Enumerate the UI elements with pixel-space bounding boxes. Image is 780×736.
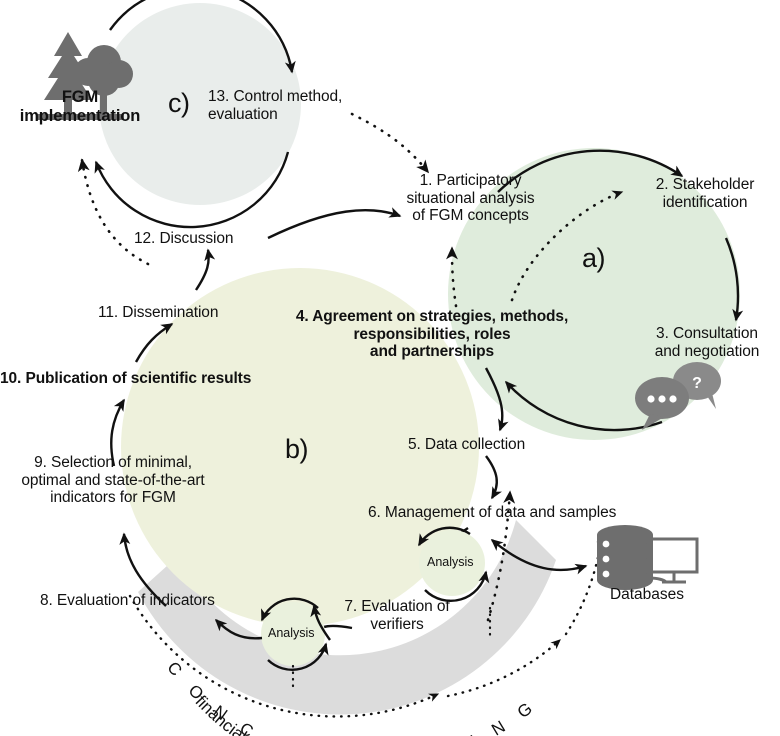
step-5-label: 5. Data collection bbox=[408, 436, 526, 453]
step-3-label: 3. Consultation and negotiation bbox=[654, 325, 760, 360]
analysis-label-upper: Analysis bbox=[427, 555, 474, 569]
analysis-loop-lower bbox=[260, 597, 329, 671]
phase-label-b: b) bbox=[285, 434, 309, 464]
arrow-7-to-analysis bbox=[310, 604, 331, 641]
step-10-label: 10. Publication of scientific results bbox=[0, 370, 252, 387]
step-1-label: 1. Participatory situational analysis of… bbox=[406, 172, 535, 224]
step-8-label: 8. Evaluation of indicators bbox=[40, 592, 215, 609]
arrow-4-to-1-dotted bbox=[446, 246, 458, 308]
arrow-6-databases bbox=[490, 539, 588, 575]
phase-b-arrows bbox=[110, 248, 509, 607]
phase-c-arrows bbox=[94, 0, 296, 229]
arrow-4-to-2-dotted bbox=[510, 190, 624, 302]
phase-a-arrows bbox=[497, 149, 744, 432]
arrow-validation-dotted bbox=[486, 490, 516, 622]
phase-label-a: a) bbox=[582, 243, 606, 273]
fgm-implementation-caption: FGM implementation bbox=[19, 88, 141, 125]
arrow-discussion-to-fgm bbox=[77, 158, 150, 266]
analysis-label-lower: Analysis bbox=[268, 626, 315, 640]
step-13-label: 13. Control method, evaluation bbox=[208, 88, 343, 123]
step-4-label: 4. Agreement on strategies, methods, res… bbox=[295, 308, 569, 360]
step-7-label: 7. Evaluation of verifiers bbox=[344, 598, 450, 633]
phase-c-circle bbox=[99, 3, 301, 205]
concept-testing-band bbox=[138, 520, 556, 715]
phase-label-c: c) bbox=[168, 88, 190, 118]
phase-b-circle bbox=[121, 268, 479, 626]
phase-a-circle bbox=[448, 148, 740, 440]
step-6-label: 6. Management of data and samples bbox=[368, 504, 617, 521]
databases-caption: Databases bbox=[609, 586, 685, 603]
arrow-12-to-1 bbox=[267, 207, 402, 240]
speech-question-glyph: ? bbox=[692, 375, 702, 392]
analysis-loop-upper bbox=[417, 526, 490, 603]
step-9-label: 9. Selection of minimal, optimal and sta… bbox=[21, 454, 205, 506]
step-12-label: 12. Discussion bbox=[134, 230, 234, 247]
arrow-analysis-to-8 bbox=[214, 618, 263, 640]
speech-bubbles-icon: ? bbox=[635, 362, 721, 430]
speech-ellipsis-glyph bbox=[647, 395, 677, 403]
band-tick bbox=[291, 606, 492, 694]
database-monitor-icon bbox=[597, 525, 699, 590]
step-2-label: 2. Stakeholder identification bbox=[655, 176, 755, 211]
forest-trees-icon bbox=[36, 32, 133, 120]
step-11-label: 11. Dissemination bbox=[98, 304, 219, 321]
